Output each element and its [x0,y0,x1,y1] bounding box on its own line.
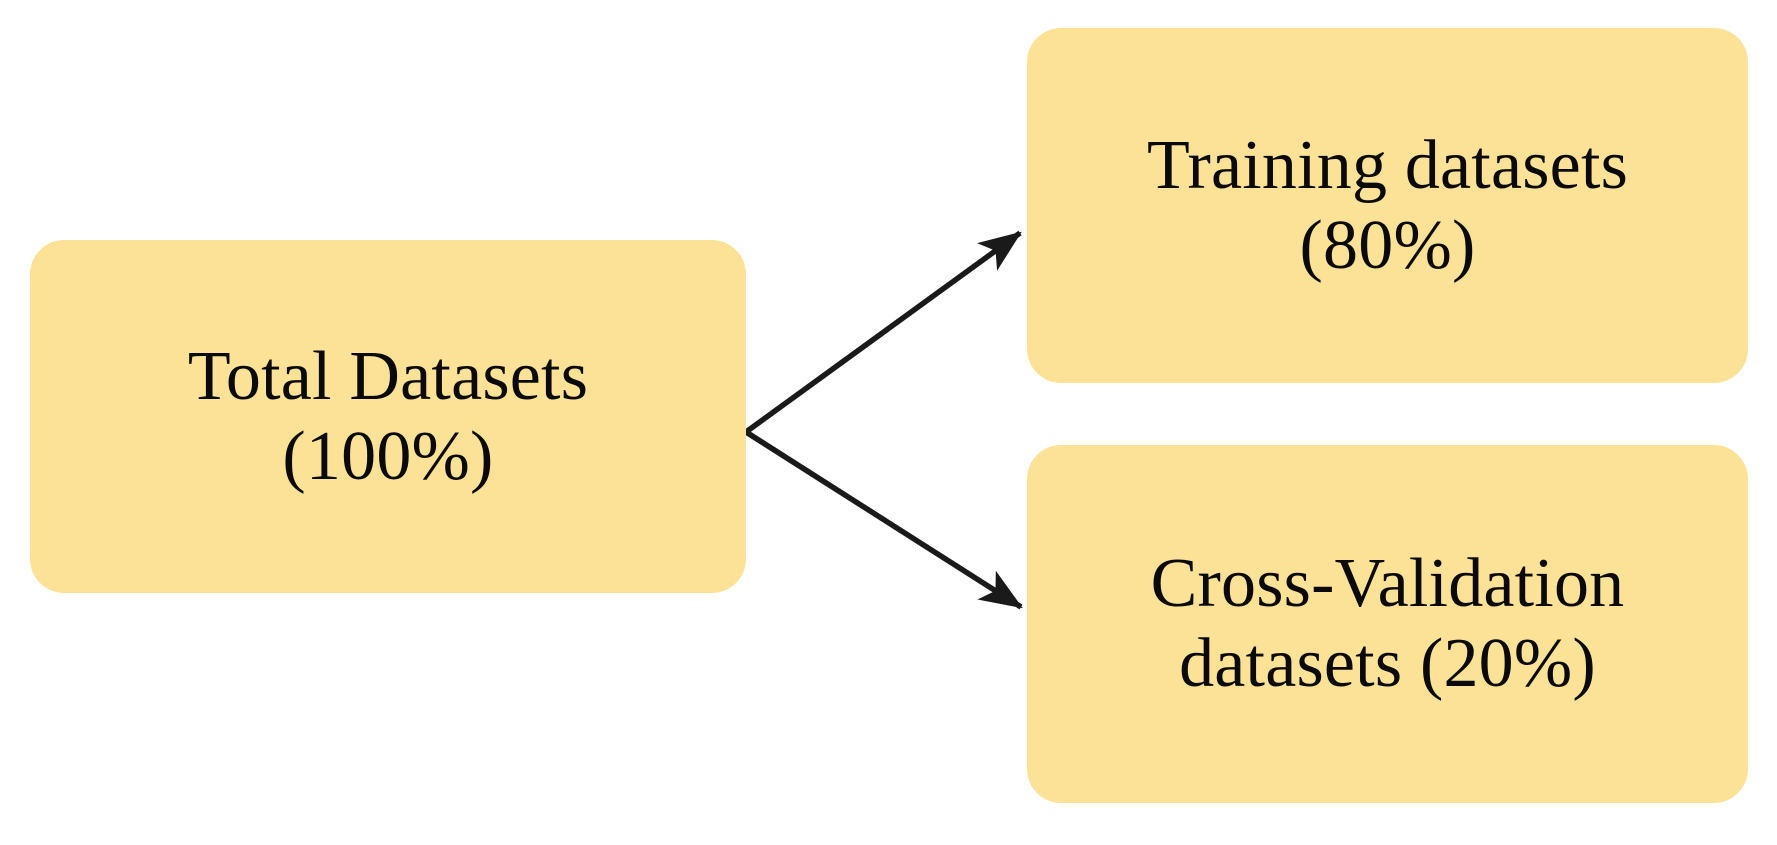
node-cross-validation-datasets[interactable]: Cross-Validation datasets (20%) [1027,445,1748,803]
node-cross-validation-datasets-label: Cross-Validation datasets (20%) [1150,545,1625,702]
node-training-datasets-label: Training datasets (80%) [1146,126,1629,284]
edge-total-to-training [744,230,1022,435]
node-training-datasets[interactable]: Training datasets (80%) [1027,28,1748,383]
node-total-datasets-label: Total Datasets (100%) [187,337,589,495]
edge-total-to-cross-validation [744,429,1023,610]
node-total-datasets[interactable]: Total Datasets (100%) [30,240,746,593]
